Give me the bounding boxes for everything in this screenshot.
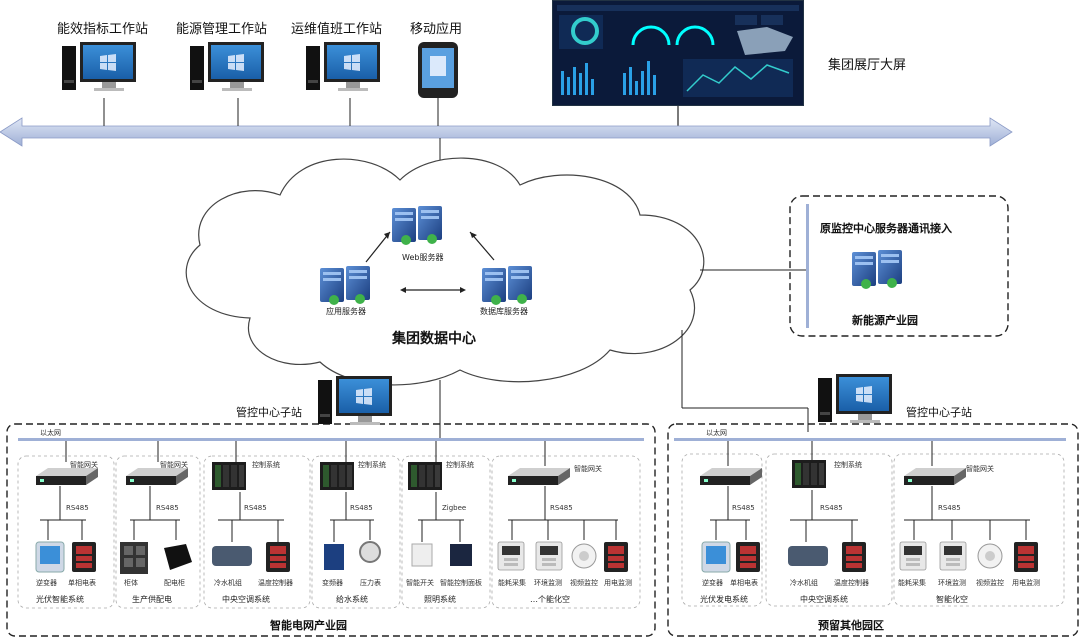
device-label: 冷水机组 xyxy=(214,579,242,587)
device-label: 温度控制器 xyxy=(258,579,293,587)
group-name-label: 给水系统 xyxy=(336,595,368,604)
db-server-label: 数据库服务器 xyxy=(480,307,528,316)
device-label: 压力表 xyxy=(360,579,381,587)
device-label: 能耗采集 xyxy=(498,579,526,587)
device-label: 用电监测 xyxy=(1012,579,1040,587)
group-name-label: 照明系统 xyxy=(424,595,456,604)
group-name-label: 光伏发电系统 xyxy=(700,595,748,604)
group-gateway-label: 智能网关 xyxy=(160,461,188,469)
group-name-label: …个能化空 xyxy=(530,595,570,604)
group-gateway-label: 控制系统 xyxy=(358,461,386,469)
device-label: 逆变器 xyxy=(702,579,723,587)
group-gateway-label: 控制系统 xyxy=(834,461,862,469)
device-label: 温度控制器 xyxy=(834,579,869,587)
group-name-label: 生产供配电 xyxy=(132,595,172,604)
group-name-label: 中央空调系统 xyxy=(800,595,848,604)
device-label: 视频监控 xyxy=(976,579,1004,587)
right-ethernet-label: 以太网 xyxy=(706,429,727,437)
device-label: 环境监测 xyxy=(938,579,966,587)
data-center-title: 集团数据中心 xyxy=(392,331,476,347)
device-label: 单相电表 xyxy=(68,579,96,587)
left-substation-label: 管控中心子站 xyxy=(236,406,302,419)
group-name-label: 中央空调系统 xyxy=(222,595,270,604)
group-bus-label: RS485 xyxy=(350,504,373,512)
group-bus-label: RS485 xyxy=(244,504,267,512)
big-screen-label: 集团展厅大屏 xyxy=(828,58,907,73)
group-name-label: 光伏智能系统 xyxy=(36,595,84,604)
device-label: 视频监控 xyxy=(570,579,598,587)
web-server-label: Web服务器 xyxy=(402,253,444,262)
left-ethernet-label: 以太网 xyxy=(40,429,61,437)
group-gateway-label: 智能网关 xyxy=(70,461,98,469)
device-label: 智能开关 xyxy=(406,579,434,587)
device-label: 智能控制面板 xyxy=(440,579,482,587)
workstation-label-mobile: 移动应用 xyxy=(410,22,463,37)
device-label: 冷水机组 xyxy=(790,579,818,587)
group-gateway-label: 控制系统 xyxy=(252,461,280,469)
device-label: 能耗采集 xyxy=(898,579,926,587)
group-bus-label: RS485 xyxy=(820,504,843,512)
group-name-label: 智能化空 xyxy=(936,595,968,604)
device-label: 柜体 xyxy=(124,579,138,587)
group-bus-label: RS485 xyxy=(732,504,755,512)
big-screen-dashboard xyxy=(552,0,804,106)
device-label: 逆变器 xyxy=(36,579,57,587)
right-box-title: 原监控中心服务器通讯接入 xyxy=(820,222,952,235)
left-park-footer: 智能电网产业园 xyxy=(270,619,347,632)
group-gateway-label: 智能网关 xyxy=(574,465,602,473)
workstation-label-ops: 运维值班工作站 xyxy=(291,22,383,37)
right-box-footer: 新能源产业园 xyxy=(852,314,918,327)
workstation-label-efficiency: 能效指标工作站 xyxy=(57,22,149,37)
right-park-footer: 预留其他园区 xyxy=(818,619,884,632)
group-gateway-label: 智能网关 xyxy=(966,465,994,473)
device-label: 配电柜 xyxy=(164,579,185,587)
device-label: 单相电表 xyxy=(730,579,758,587)
device-label: 用电监测 xyxy=(604,579,632,587)
group-gateway-label: 控制系统 xyxy=(446,461,474,469)
workstation-label-energy: 能源管理工作站 xyxy=(176,22,268,37)
app-server-label: 应用服务器 xyxy=(326,307,366,316)
device-label: 环境监测 xyxy=(534,579,562,587)
group-bus-label: RS485 xyxy=(938,504,961,512)
right-substation-label: 管控中心子站 xyxy=(906,406,972,419)
group-bus-label: RS485 xyxy=(156,504,179,512)
group-bus-label: RS485 xyxy=(550,504,573,512)
device-label: 变频器 xyxy=(322,579,343,587)
group-bus-label: Zigbee xyxy=(442,504,467,512)
group-bus-label: RS485 xyxy=(66,504,89,512)
